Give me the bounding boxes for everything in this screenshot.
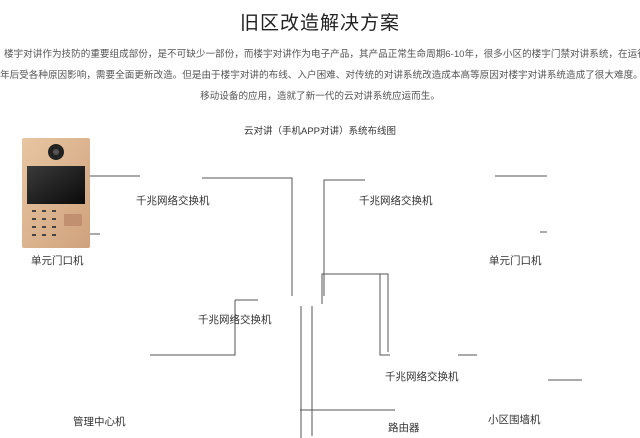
label-unit-door-right: 单元门口机 [489,255,542,267]
label-router: 路由器 [388,422,420,434]
intro-line: 年后受各种原因影响，需要全面更新改造。但是由于楼宇对讲的布线、入户困难、对传统的… [0,70,640,81]
label-switch-top-left: 千兆网络交换机 [136,195,210,207]
label-management-center: 管理中心机 [73,416,126,428]
diagram-title: 云对讲（手机APP对讲）系统布线图 [243,126,396,137]
label-switch-center: 千兆网络交换机 [198,314,272,326]
label-unit-door-left: 单元门口机 [31,255,84,267]
label-switch-top-right: 千兆网络交换机 [359,195,433,207]
connection-lines [90,175,582,438]
label-wall-unit: 小区围墙机 [488,414,541,426]
page-title: 旧区改造解决方案 [239,13,400,34]
intro-line: 移动设备的应用，造就了新一代的云对讲系统应运而生。 [200,91,440,102]
unit-door-station-left [22,138,90,248]
intro-paragraph: 楼宇对讲作为技防的重要组成部份，是不可缺少一部份，而楼宇对讲作为电子产品，其产品… [0,44,640,107]
intro-line: 楼宇对讲作为技防的重要组成部份，是不可缺少一部份，而楼宇对讲作为电子产品，其产品… [4,49,640,60]
label-switch-lower-right: 千兆网络交换机 [385,371,459,383]
